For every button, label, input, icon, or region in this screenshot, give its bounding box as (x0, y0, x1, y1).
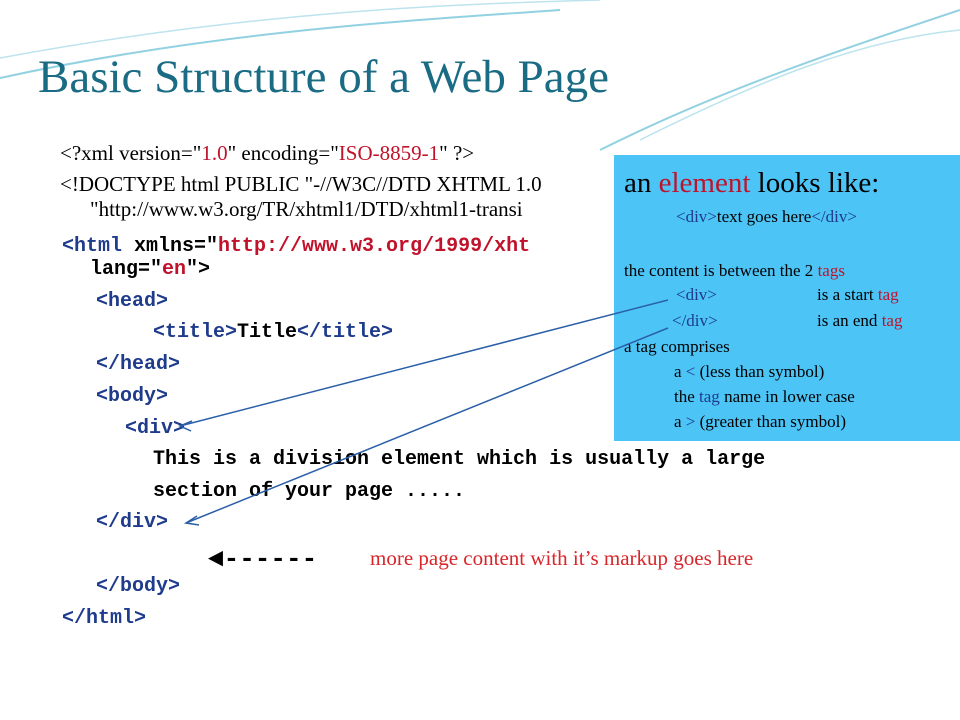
title-element: <title>Title</title> (153, 321, 394, 344)
head-close-tag: </head> (96, 353, 181, 376)
div-text-line-2: section of your page ..... (153, 480, 466, 503)
element-info-box: an element looks like: <div>text goes he… (614, 155, 960, 441)
html-close-tag: </html> (62, 607, 147, 630)
body-open-tag: <body> (96, 385, 169, 408)
info-end-tag: </div> (672, 311, 718, 330)
dashed-arrow: ◄------ (208, 544, 318, 574)
info-end-label: is an end tag (817, 311, 903, 330)
info-example: <div>text goes here</div> (676, 207, 857, 226)
page-title: Basic Structure of a Web Page (38, 51, 609, 103)
html-open-tag: <html xmlns="http://www.w3.org/1999/xht (62, 235, 531, 258)
info-comprises: a tag comprises (624, 337, 730, 356)
info-start-label: is a start tag (817, 285, 899, 304)
xml-declaration: <?xml version="1.0" encoding="ISO-8859-1… (60, 141, 475, 165)
body-close-tag: </body> (96, 575, 181, 598)
div-text-line-1: This is a division element which is usua… (153, 448, 766, 471)
info-content-line: the content is between the 2 tags (624, 261, 845, 280)
div-open-tag: <div> (125, 417, 186, 440)
content-note: more page content with it’s markup goes … (370, 546, 754, 570)
info-item-less-than: a < (less than symbol) (674, 362, 825, 381)
div-close-tag: </div> (96, 511, 169, 534)
info-item-tag-name: the tag name in lower case (674, 387, 855, 406)
info-start-tag: <div> (676, 285, 717, 304)
html-lang-attr: lang="en"> (90, 258, 211, 281)
head-open-tag: <head> (96, 290, 169, 313)
info-heading: an element looks like: (624, 167, 880, 199)
doctype-line-1: <!DOCTYPE html PUBLIC "-//W3C//DTD XHTML… (60, 172, 542, 196)
info-item-greater-than: a > (greater than symbol) (674, 412, 846, 431)
doctype-line-2: "http://www.w3.org/TR/xhtml1/DTD/xhtml1-… (90, 197, 523, 221)
